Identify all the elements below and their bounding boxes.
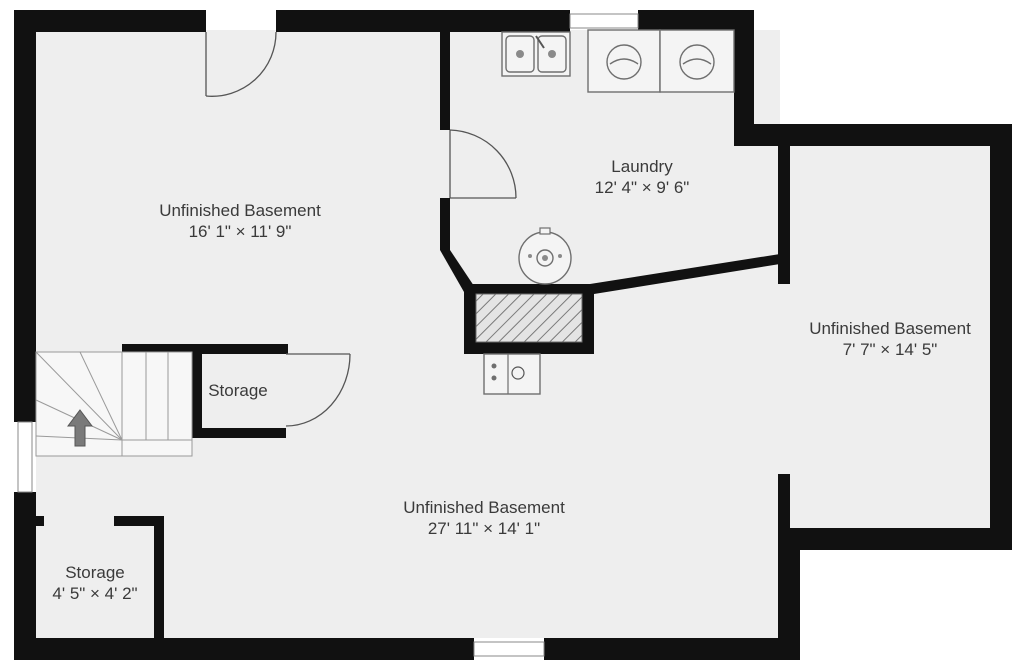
door-storage [285, 353, 351, 427]
room-name: Unfinished Basement [159, 201, 321, 220]
room-name: Unfinished Basement [809, 319, 971, 338]
room-main-south: Unfinished Basement 27' 11" × 14' 1" [403, 498, 565, 538]
water-heater-icon [518, 227, 572, 285]
windows [17, 13, 639, 657]
room-dimensions: 7' 7" × 14' 5" [843, 340, 938, 359]
window-south [473, 641, 545, 657]
room-dimensions: 16' 1" × 11' 9" [189, 222, 292, 241]
washing-machine-icon [587, 29, 661, 93]
up-arrow-icon [67, 409, 93, 447]
room-dimensions: 4' 5" × 4' 2" [52, 584, 137, 603]
door-laundry [449, 129, 517, 199]
room-east: Unfinished Basement 7' 7" × 14' 5" [809, 319, 971, 359]
laundry-sink-icon [501, 31, 571, 77]
room-name: Laundry [611, 157, 673, 176]
furnace-icon [483, 353, 541, 395]
exterior-walls [14, 10, 1012, 660]
room-dimensions: 27' 11" × 14' 1" [428, 519, 540, 538]
window-north [569, 13, 639, 29]
room-dimensions: 12' 4" × 9' 6" [595, 178, 690, 197]
doors [205, 31, 517, 427]
room-storage-corner: Storage 4' 5" × 4' 2" [52, 563, 137, 603]
dryer-icon [659, 29, 735, 93]
room-name: Storage [208, 381, 268, 400]
room-laundry: Laundry 12' 4" × 9' 6" [595, 157, 690, 197]
room-name: Storage [65, 563, 125, 582]
room-storage-closet: Storage [208, 381, 268, 400]
room-name: Unfinished Basement [403, 498, 565, 517]
stairs [35, 351, 193, 457]
chimney [475, 293, 583, 343]
door-north [205, 31, 277, 97]
window-west [17, 421, 33, 493]
room-main-north: Unfinished Basement 16' 1" × 11' 9" [159, 201, 321, 241]
